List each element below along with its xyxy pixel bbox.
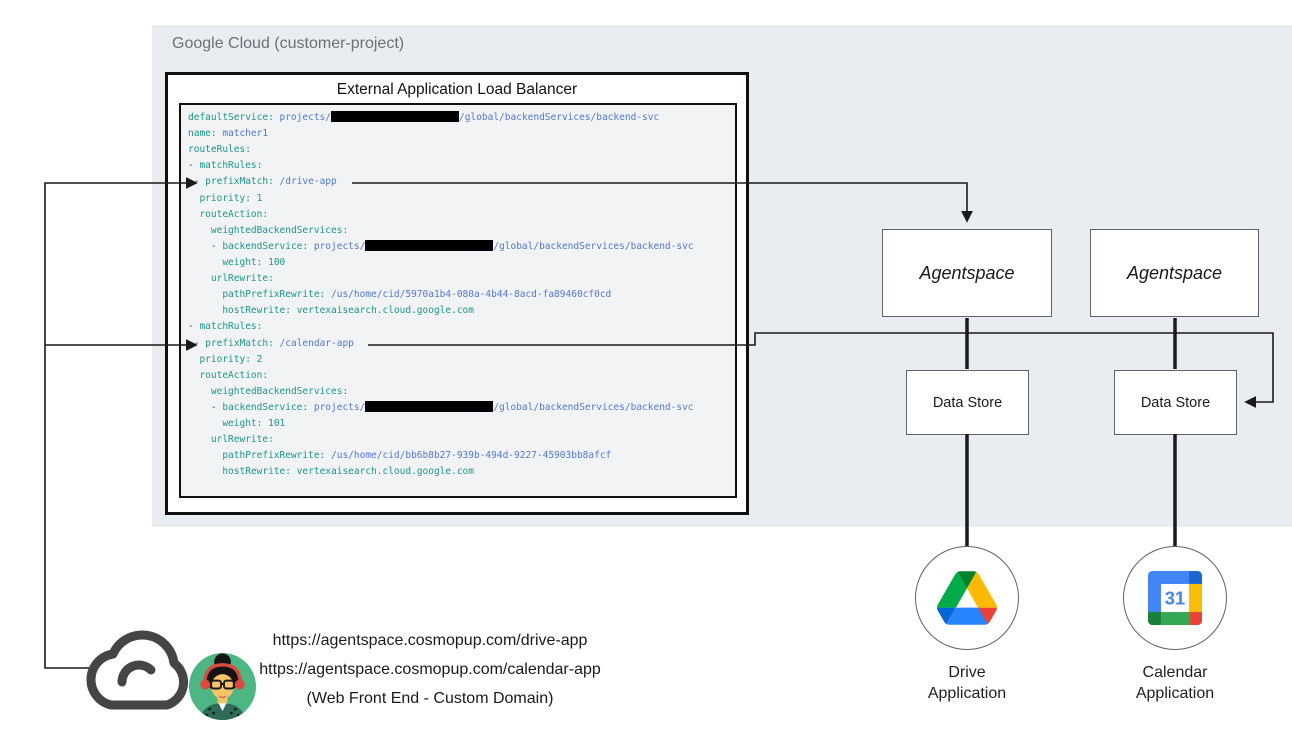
code-line: weightedBackendServices: (210, 224, 349, 236)
redaction-bar (365, 239, 494, 251)
agentspace-box-2-label: Agentspace (1126, 262, 1223, 283)
drive-application-label: Drive Application (927, 664, 1007, 702)
code-line: defaultService: projects//global/backend… (188, 111, 660, 123)
code-line: weightedBackendServices: (210, 385, 349, 397)
google-calendar-icon: 31 (1148, 571, 1202, 625)
code-line: weight: 101 (222, 418, 286, 430)
code-line: routeRules: (188, 144, 251, 156)
google-drive-icon (937, 571, 997, 625)
cloud-icon (86, 630, 188, 710)
code-line: priority: 1 (199, 192, 263, 204)
redaction-bar (365, 400, 494, 412)
user-avatar-icon (188, 652, 257, 721)
code-line: urlRewrite: (210, 273, 274, 285)
code-line: routeAction: (199, 369, 269, 381)
frontend-url-calendar: https://agentspace.cosmopup.com/calendar… (259, 661, 601, 678)
code-line: - prefixMatch: /drive-app (188, 176, 337, 188)
calendar-day-number: 31 (1165, 587, 1185, 608)
datastore-box-2-label: Data Store (1140, 394, 1211, 411)
url-map-yaml-block: defaultService: projects//global/backend… (179, 103, 737, 498)
drive-application-node (915, 546, 1019, 650)
code-line: - matchRules: (188, 321, 263, 333)
calendar-application-node: 31 (1123, 546, 1227, 650)
code-line: weight: 100 (222, 256, 286, 268)
code-line: urlRewrite: (210, 434, 274, 446)
code-line: priority: 2 (199, 353, 263, 365)
code-line: name: matcher1 (188, 128, 269, 140)
code-line: hostRewrite: vertexaisearch.cloud.google… (222, 466, 474, 478)
google-cloud-label: Google Cloud (customer-project) (172, 35, 405, 52)
code-line: pathPrefixRewrite: /us/home/cid/bb6b8b27… (222, 450, 612, 462)
code-line: - matchRules: (188, 160, 263, 172)
frontend-url-drive: https://agentspace.cosmopup.com/drive-ap… (272, 632, 588, 649)
code-line: routeAction: (199, 208, 269, 220)
code-line: - prefixMatch: /calendar-app (188, 337, 354, 349)
agentspace-box-1: Agentspace (882, 229, 1052, 317)
code-line: - backendService: projects//global/backe… (188, 239, 694, 252)
agentspace-box-1-label: Agentspace (919, 262, 1015, 283)
datastore-box-1-label: Data Store (932, 394, 1003, 411)
frontend-urls: https://agentspace.cosmopup.com/drive-ap… (230, 626, 630, 713)
frontend-caption: (Web Front End - Custom Domain) (306, 690, 554, 707)
datastore-box-2: Data Store (1114, 370, 1237, 435)
redaction-bar (331, 111, 459, 122)
agentspace-box-2: Agentspace (1090, 229, 1259, 317)
code-line: pathPrefixRewrite: /us/home/cid/5970a1b4… (222, 289, 612, 301)
datastore-box-1: Data Store (906, 370, 1029, 435)
code-line: hostRewrite: vertexaisearch.cloud.google… (222, 305, 474, 317)
code-line: - backendService: projects//global/backe… (188, 400, 694, 413)
calendar-application-label: Calendar Application (1135, 664, 1215, 702)
load-balancer-title: External Application Load Balancer (336, 81, 578, 98)
